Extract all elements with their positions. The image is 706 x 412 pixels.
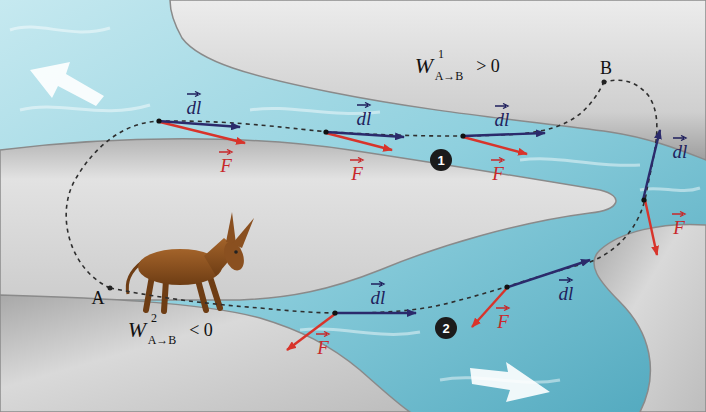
callout-number: 2	[442, 322, 449, 335]
work-sign: < 0	[189, 321, 213, 339]
dashed-path	[66, 80, 657, 313]
vector-text: F	[351, 163, 363, 184]
vector-overarrow	[356, 102, 372, 108]
vector-text: F	[220, 155, 232, 176]
vector-overarrow	[370, 281, 386, 287]
vector-overarrow	[672, 135, 688, 141]
force-label: F	[671, 211, 687, 237]
flow-arrow	[30, 62, 104, 106]
vector-overarrow	[494, 103, 510, 109]
vector-text: F	[317, 337, 329, 358]
work-subscript: A→B	[435, 70, 464, 82]
displacement-label: dl	[558, 277, 574, 303]
point-dot	[108, 286, 113, 291]
work-subscript: A→B	[148, 334, 177, 346]
vector-text: dl	[371, 287, 386, 308]
vector-overarrow	[495, 305, 511, 311]
displacement-label: dl	[356, 102, 372, 128]
work-symbol: W	[415, 55, 433, 77]
vector-text: F	[492, 163, 504, 184]
displacement-label: dl	[186, 91, 202, 117]
flow-arrow	[470, 362, 550, 402]
lower-right-rock	[594, 224, 706, 412]
vector-overarrow	[558, 277, 574, 283]
work-index: 2	[151, 312, 157, 324]
force-label: F	[315, 331, 331, 357]
vector-text: dl	[187, 97, 202, 118]
vector-text: F	[673, 217, 685, 238]
work-sign: > 0	[476, 57, 500, 75]
force-label: F	[218, 149, 234, 175]
work-index: 1	[438, 48, 444, 60]
point-label: B	[600, 59, 612, 77]
force-label: F	[349, 157, 365, 183]
callout-circle: 1	[430, 149, 452, 171]
vector-text: dl	[559, 283, 574, 304]
vector-overarrow	[349, 157, 365, 163]
vector-overarrow	[671, 211, 687, 217]
force-label: F	[490, 157, 506, 183]
vector-text: dl	[495, 109, 510, 130]
vector-overarrow	[490, 157, 506, 163]
vector-tails	[156, 118, 646, 315]
displacement-label: dl	[494, 103, 510, 129]
work-symbol: W	[128, 319, 146, 341]
callout-number: 1	[437, 154, 444, 167]
vector-text: F	[497, 311, 509, 332]
force-label: F	[495, 305, 511, 331]
callout-circle: 2	[435, 317, 457, 339]
vector-overarrow	[315, 331, 331, 337]
donkey-figure	[127, 212, 254, 311]
point-dot	[602, 80, 607, 85]
displacement-label: dl	[672, 135, 688, 161]
vector-text: dl	[357, 108, 372, 129]
point-label: A	[92, 289, 105, 307]
vector-text: dl	[673, 141, 688, 162]
displacement-label: dl	[370, 281, 386, 307]
vector-overarrow	[186, 91, 202, 97]
vector-overarrow	[218, 149, 234, 155]
vectors	[158, 121, 660, 350]
middle-rock	[0, 139, 616, 300]
